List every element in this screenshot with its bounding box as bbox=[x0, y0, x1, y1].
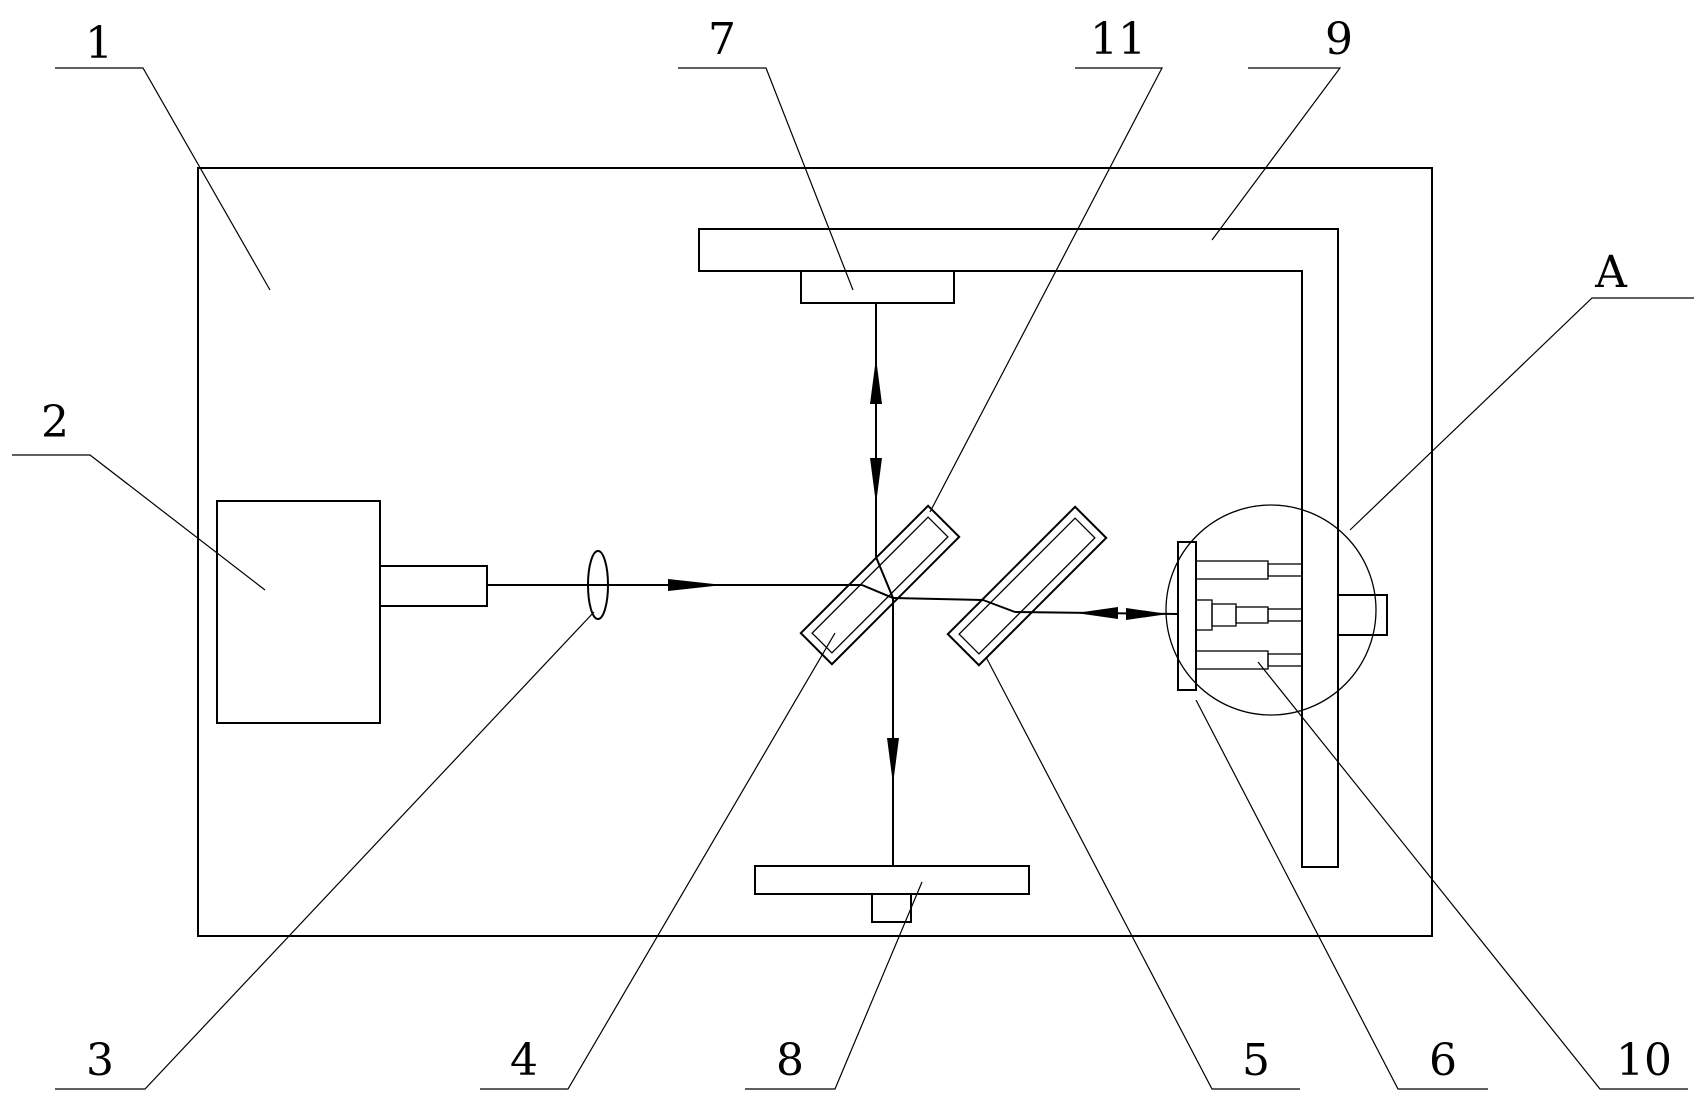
sensor-assembly bbox=[1177, 541, 1388, 691]
beam-arrows bbox=[668, 358, 1168, 784]
beam-splitter-1 bbox=[799, 504, 961, 666]
detail-circle bbox=[1165, 504, 1377, 716]
label-11: 11 bbox=[1090, 14, 1146, 65]
top-mount bbox=[800, 270, 955, 304]
label-10: 10 bbox=[1616, 1035, 1672, 1086]
label-6: 6 bbox=[1429, 1035, 1457, 1086]
label-7: 7 bbox=[708, 14, 736, 65]
label-A: A bbox=[1594, 247, 1628, 298]
label-3: 3 bbox=[86, 1035, 114, 1086]
l-bracket bbox=[698, 228, 1339, 868]
beam-paths bbox=[487, 303, 1179, 866]
label-4: 4 bbox=[510, 1035, 538, 1086]
label-8: 8 bbox=[776, 1035, 804, 1086]
bottom-plate bbox=[754, 865, 1030, 923]
part-labels: 1 7 11 9 A 2 3 4 8 5 6 10 bbox=[41, 14, 1672, 1086]
laser-source bbox=[216, 500, 488, 724]
label-1: 1 bbox=[85, 18, 113, 69]
beam-splitter-2 bbox=[946, 505, 1108, 667]
leader-lines bbox=[12, 67, 1694, 1090]
label-2: 2 bbox=[41, 397, 69, 448]
label-9: 9 bbox=[1325, 14, 1353, 65]
label-5: 5 bbox=[1242, 1035, 1270, 1086]
housing-frame bbox=[197, 167, 1433, 937]
